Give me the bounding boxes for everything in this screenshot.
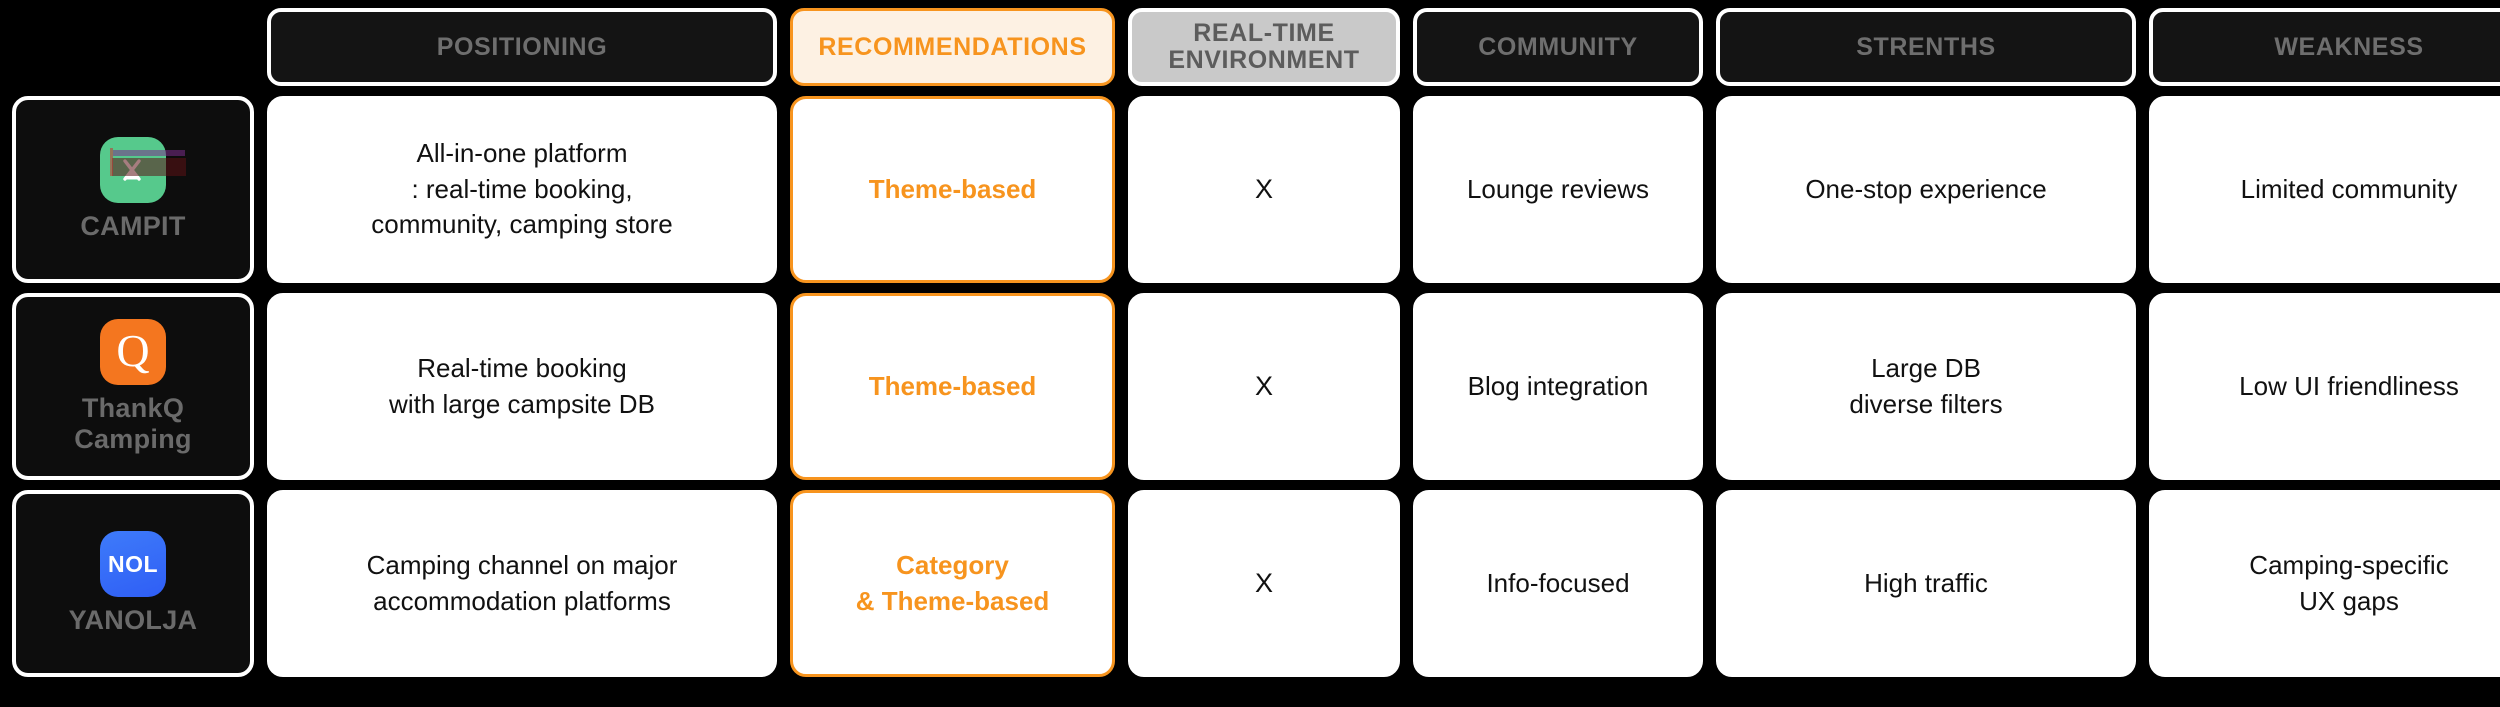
row-label-campit[interactable]: CAMPIT: [12, 96, 254, 283]
cell-campit-recommendations: Theme-based: [790, 96, 1115, 283]
column-header-strengths[interactable]: STRENTHS: [1716, 8, 2136, 86]
row-label-yanolja-text: YANOLJA: [68, 605, 198, 636]
cell-campit-community: Lounge reviews: [1413, 96, 1703, 283]
column-header-positioning[interactable]: POSITIONING: [267, 8, 777, 86]
column-header-real-time-environment-label: REAL-TIME ENVIRONMENT: [1168, 19, 1360, 74]
header-corner-spacer: [12, 8, 254, 86]
letter-q-icon: Q: [100, 319, 166, 386]
cell-yanolja-weakness: Camping-specific UX gaps: [2149, 490, 2500, 677]
cell-campit-weakness: Limited community: [2149, 96, 2500, 283]
row-label-thankq-camping[interactable]: Q ThankQ Camping: [12, 293, 254, 480]
column-header-real-time-environment[interactable]: REAL-TIME ENVIRONMENT: [1128, 8, 1400, 86]
cell-thankq-community: Blog integration: [1413, 293, 1703, 480]
column-header-recommendations[interactable]: RECOMMENDATIONS: [790, 8, 1115, 86]
cell-thankq-weakness: Low UI friendliness: [2149, 293, 2500, 480]
column-header-community[interactable]: COMMUNITY: [1413, 8, 1703, 86]
column-header-weakness[interactable]: WEAKNESS: [2149, 8, 2500, 86]
cell-yanolja-recommendations: Category & Theme-based: [790, 490, 1115, 677]
table-header-row: POSITIONING RECOMMENDATIONS REAL-TIME EN…: [12, 8, 2500, 86]
cell-campit-positioning: All-in-one platform : real-time booking,…: [267, 96, 777, 283]
table-row: NOL YANOLJA Camping channel on major acc…: [12, 490, 2500, 677]
cell-campit-strengths: One-stop experience: [1716, 96, 2136, 283]
row-label-campit-text: CAMPIT: [80, 211, 186, 242]
column-header-recommendations-label: RECOMMENDATIONS: [818, 32, 1087, 61]
table-row: Q ThankQ Camping Real-time booking with …: [12, 293, 2500, 480]
cell-thankq-recommendations: Theme-based: [790, 293, 1115, 480]
nol-wordmark-icon: NOL: [100, 531, 166, 598]
row-label-thankq-camping-text: ThankQ Camping: [74, 393, 192, 454]
cell-thankq-positioning: Real-time booking with large campsite DB: [267, 293, 777, 480]
column-header-weakness-label: WEAKNESS: [2274, 32, 2424, 61]
tent-icon: [100, 137, 166, 204]
column-header-community-label: COMMUNITY: [1478, 32, 1638, 61]
cell-yanolja-positioning: Camping channel on major accommodation p…: [267, 490, 777, 677]
cell-yanolja-strengths: High traffic: [1716, 490, 2136, 677]
cell-yanolja-real-time-environment: X: [1128, 490, 1400, 677]
cell-campit-real-time-environment: X: [1128, 96, 1400, 283]
column-header-positioning-label: POSITIONING: [436, 32, 608, 61]
row-label-yanolja[interactable]: NOL YANOLJA: [12, 490, 254, 677]
cell-thankq-real-time-environment: X: [1128, 293, 1400, 480]
cell-yanolja-community: Info-focused: [1413, 490, 1703, 677]
column-header-strengths-label: STRENTHS: [1856, 32, 1996, 61]
cell-thankq-strengths: Large DB diverse filters: [1716, 293, 2136, 480]
table-row: CAMPIT All-in-one platform : real-time b…: [12, 96, 2500, 283]
